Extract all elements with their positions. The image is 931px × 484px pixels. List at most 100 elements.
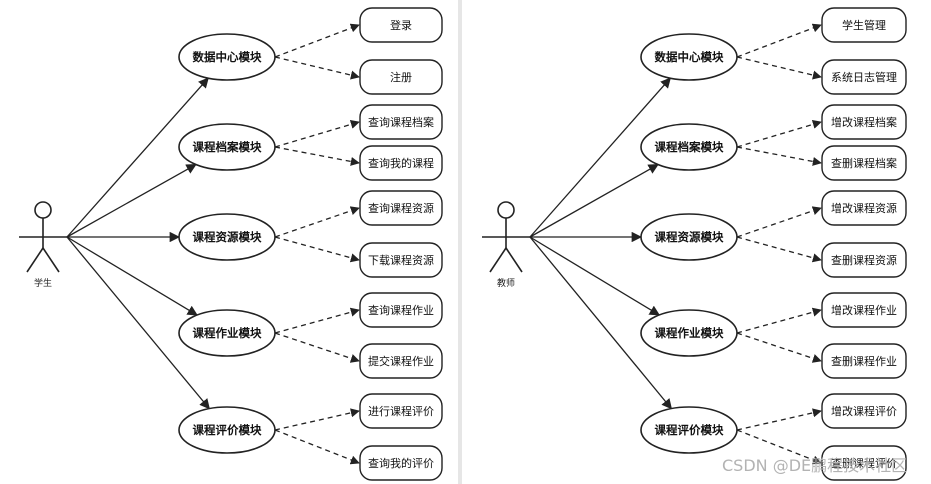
use-case-box[interactable] — [821, 190, 907, 226]
dependency-line — [274, 236, 360, 263]
use-case-item[interactable]: 查询我的评价 — [274, 429, 443, 481]
use-case-label: 查询课程作业 — [368, 303, 434, 317]
module-label: 数据中心模块 — [193, 50, 262, 64]
actor-figure: 教师 — [482, 201, 530, 289]
use-case-box[interactable] — [359, 59, 443, 95]
use-case-item[interactable]: 查删课程档案 — [736, 145, 907, 181]
dependency-line — [274, 23, 360, 58]
use-case-label: 下载课程资源 — [368, 253, 434, 267]
dependency-line — [274, 307, 360, 334]
use-case-box[interactable] — [821, 292, 907, 328]
use-case-box[interactable] — [359, 190, 443, 226]
association-line — [529, 163, 659, 238]
association-line — [529, 236, 673, 410]
dependency-line — [736, 56, 822, 80]
use-case-item[interactable]: 查删课程作业 — [736, 332, 907, 379]
association-line — [529, 77, 671, 238]
module-label: 课程作业模块 — [655, 326, 724, 340]
use-case-box[interactable] — [359, 445, 443, 481]
module-label: 课程评价模块 — [193, 423, 262, 437]
use-case-item[interactable]: 学生管理 — [736, 7, 907, 58]
use-case-item[interactable]: 查询我的课程 — [274, 145, 443, 181]
use-case-item[interactable]: 查删课程评价 — [736, 429, 907, 481]
actor-head — [497, 201, 515, 219]
dependency-line — [274, 146, 360, 166]
use-case-item[interactable]: 查询课程资源 — [274, 190, 443, 238]
use-case-item[interactable]: 增改课程评价 — [736, 393, 907, 431]
use-case-item[interactable]: 增改课程档案 — [736, 104, 907, 148]
module-label: 课程作业模块 — [193, 326, 262, 340]
actor-leg-right — [505, 247, 523, 273]
actor-label: 教师 — [497, 277, 515, 289]
association-line — [66, 236, 198, 316]
use-case-item[interactable]: 进行课程评价 — [274, 393, 443, 431]
actor-head — [34, 201, 52, 219]
use-case-box[interactable] — [359, 292, 443, 328]
actor-leg-left — [489, 247, 507, 273]
use-case-label: 登录 — [390, 18, 412, 32]
use-case-item[interactable]: 系统日志管理 — [736, 56, 907, 95]
panel-divider — [458, 0, 462, 484]
module-label: 数据中心模块 — [655, 50, 724, 64]
dependency-line — [736, 236, 822, 263]
use-case-label: 查删课程作业 — [831, 354, 897, 368]
use-case-label: 查询课程资源 — [368, 201, 434, 215]
use-case-label: 查删课程评价 — [831, 456, 897, 470]
dependency-line — [274, 429, 360, 465]
module-label: 课程档案模块 — [193, 140, 262, 154]
use-case-box[interactable] — [359, 7, 443, 43]
use-case-item[interactable]: 登录 — [274, 7, 443, 58]
use-case-label: 学生管理 — [842, 18, 886, 32]
use-case-item[interactable]: 增改课程作业 — [736, 292, 907, 334]
actor-leg-right — [42, 247, 60, 273]
use-case-item[interactable]: 提交课程作业 — [274, 332, 443, 379]
use-case-box[interactable] — [359, 393, 443, 429]
use-case-box[interactable] — [821, 104, 907, 140]
use-case-label: 进行课程评价 — [368, 405, 434, 418]
use-case-label: 查询我的课程 — [368, 156, 434, 170]
use-case-label: 增改课程评价 — [831, 404, 897, 418]
use-case-box[interactable] — [821, 242, 907, 278]
association-line — [66, 163, 197, 238]
use-case-box[interactable] — [359, 104, 443, 140]
use-case-box[interactable] — [821, 343, 907, 379]
use-case-label: 查删课程档案 — [831, 156, 897, 170]
use-case-label: 增改课程作业 — [831, 303, 897, 317]
use-case-item[interactable]: 查删课程资源 — [736, 236, 907, 278]
dependency-line — [736, 119, 822, 148]
actor-figure: 学生 — [19, 201, 67, 289]
module-label: 课程资源模块 — [193, 230, 262, 244]
use-case-item[interactable]: 增改课程资源 — [736, 190, 907, 238]
use-case-label: 查询课程档案 — [368, 115, 434, 129]
use-case-label: 提交课程作业 — [368, 354, 434, 368]
use-case-box[interactable] — [821, 59, 907, 95]
use-case-item[interactable]: 查询课程档案 — [274, 104, 443, 148]
use-case-item[interactable]: 下载课程资源 — [274, 236, 443, 278]
association-line — [66, 236, 210, 410]
use-case-box[interactable] — [359, 343, 443, 379]
use-case-label: 系统日志管理 — [831, 70, 897, 84]
panel-student: 学生数据中心模块登录注册课程档案模块查询课程档案查询我的课程课程资源模块查询课程… — [19, 7, 443, 481]
dependency-line — [274, 119, 360, 148]
use-case-box[interactable] — [821, 393, 907, 429]
dependency-line — [736, 146, 822, 166]
use-case-box[interactable] — [359, 242, 443, 278]
use-case-item[interactable]: 注册 — [274, 56, 443, 95]
panel-teacher: 教师数据中心模块学生管理系统日志管理课程档案模块增改课程档案查删课程档案课程资源… — [482, 7, 907, 481]
use-case-box[interactable] — [359, 145, 443, 181]
use-case-box[interactable] — [821, 445, 907, 481]
use-case-item[interactable]: 查询课程作业 — [274, 292, 443, 334]
use-case-box[interactable] — [821, 7, 907, 43]
use-case-box[interactable] — [821, 145, 907, 181]
association-line — [529, 236, 661, 316]
